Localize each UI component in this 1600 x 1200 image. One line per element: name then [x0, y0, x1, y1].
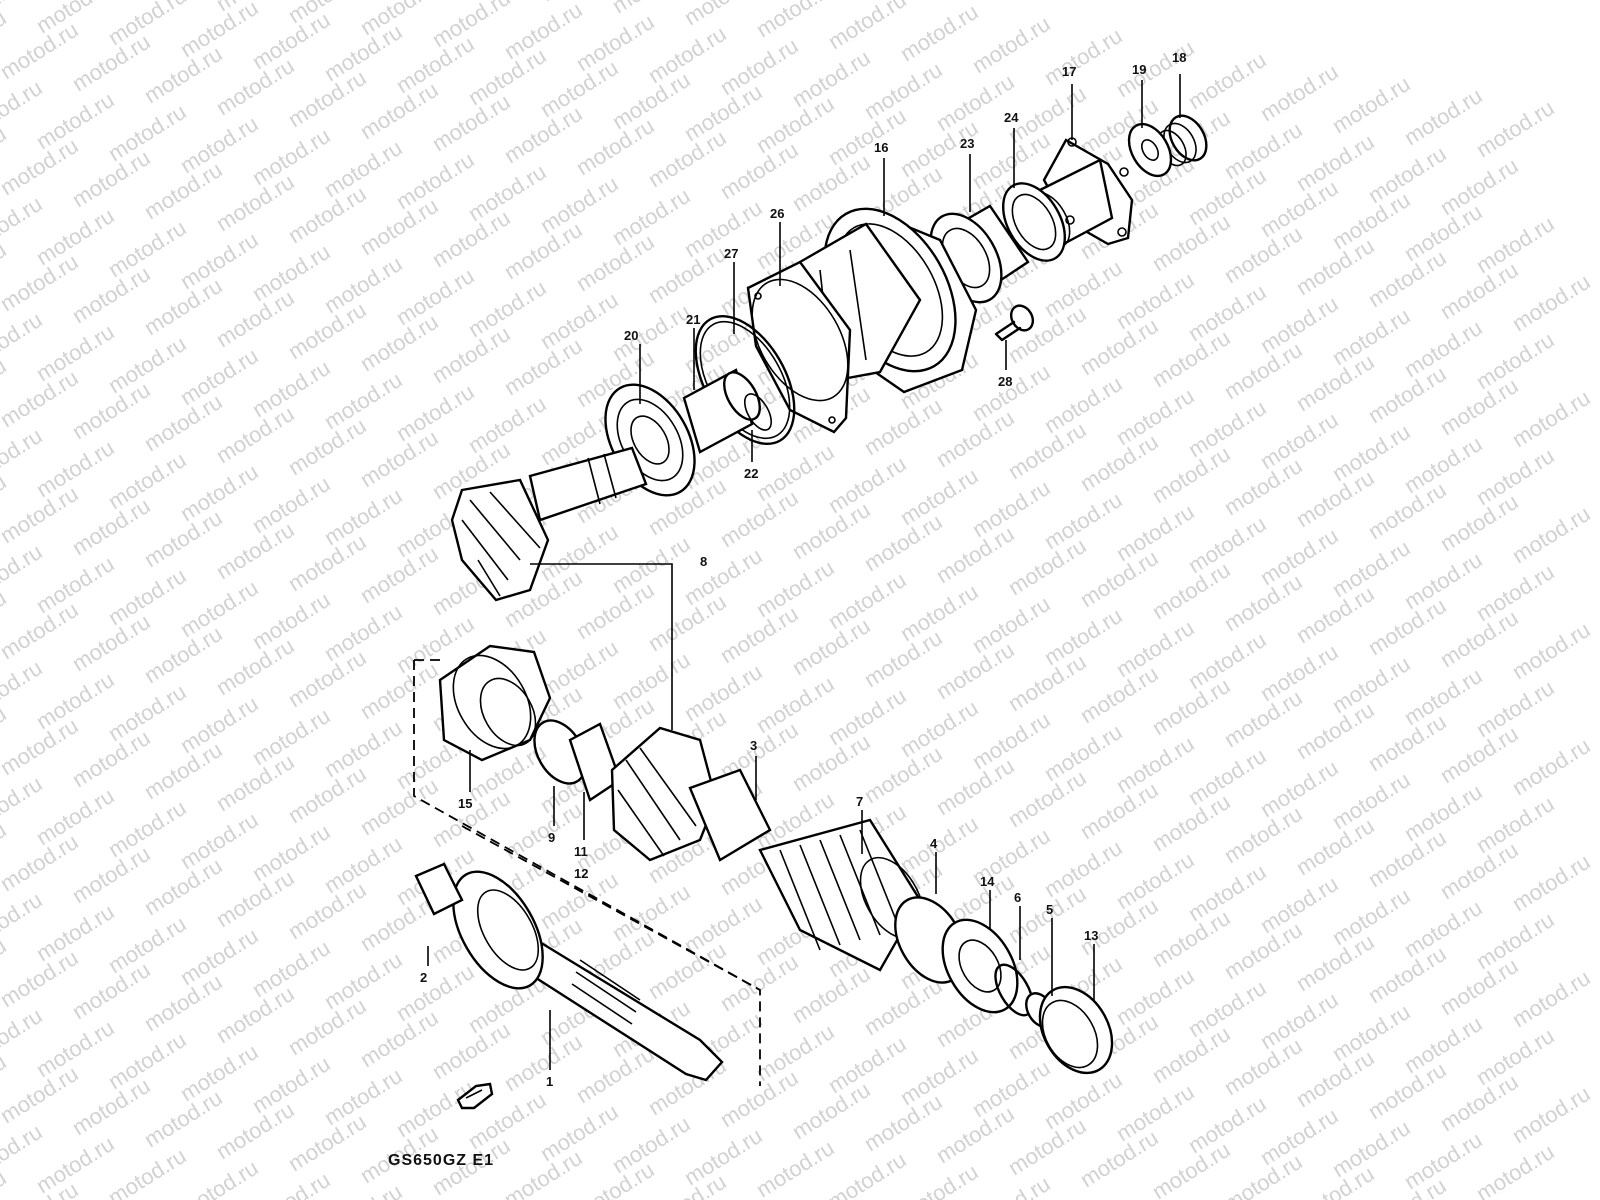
part-26-gasket [746, 260, 852, 434]
callout-13: 13 [1084, 928, 1098, 943]
part-1-shaft [506, 928, 724, 1082]
callout-8: 8 [700, 554, 707, 569]
callout-2: 2 [420, 970, 427, 985]
callout-5: 5 [1046, 902, 1053, 917]
callout-18: 18 [1172, 50, 1186, 65]
callout-1: 1 [546, 1074, 553, 1089]
part-15-cover [438, 644, 552, 762]
callout-9: 9 [548, 830, 555, 845]
callout-28: 28 [998, 374, 1012, 389]
callout-3: 3 [750, 738, 757, 753]
callout-22: 22 [744, 466, 758, 481]
part-22-shim [743, 393, 773, 431]
diagram-model-code: GS650GZ E1 [388, 1152, 495, 1169]
callout-16: 16 [874, 140, 888, 155]
part-2-gear [414, 862, 544, 990]
callout-24: 24 [1004, 110, 1019, 125]
callout-20: 20 [624, 328, 638, 343]
callout-4: 4 [930, 836, 938, 851]
callout-26: 26 [770, 206, 784, 221]
callout-23: 23 [960, 136, 974, 151]
part-7-spring [758, 818, 925, 972]
part-3-bevel-gear [610, 726, 772, 862]
callout-19: 19 [1132, 62, 1146, 77]
callout-labels: 18 19 17 24 23 16 26 27 21 20 22 28 8 15… [420, 50, 1186, 1089]
callout-11: 11 [574, 844, 588, 859]
callout-12: 12 [574, 866, 588, 881]
callout-21: 21 [686, 312, 700, 327]
leader-lines [427, 74, 1181, 1070]
part-28-bolt [994, 304, 1035, 342]
part-16-housing [798, 207, 978, 394]
part-24-oil-seal [1002, 182, 1066, 262]
front-arrow-icon [456, 1082, 494, 1110]
callout-14: 14 [980, 874, 995, 889]
callout-27: 27 [724, 246, 738, 261]
part-21-spacer [682, 368, 761, 454]
group-bracket-8 [530, 563, 673, 730]
callout-7: 7 [856, 794, 863, 809]
bevel-pinion-shaft [450, 446, 648, 602]
callout-15: 15 [458, 796, 472, 811]
callout-6: 6 [1014, 890, 1021, 905]
dashed-boundary [413, 659, 761, 1086]
callout-17: 17 [1062, 64, 1076, 79]
part-13-cap [1038, 985, 1114, 1075]
part-19-washer [1127, 122, 1173, 178]
